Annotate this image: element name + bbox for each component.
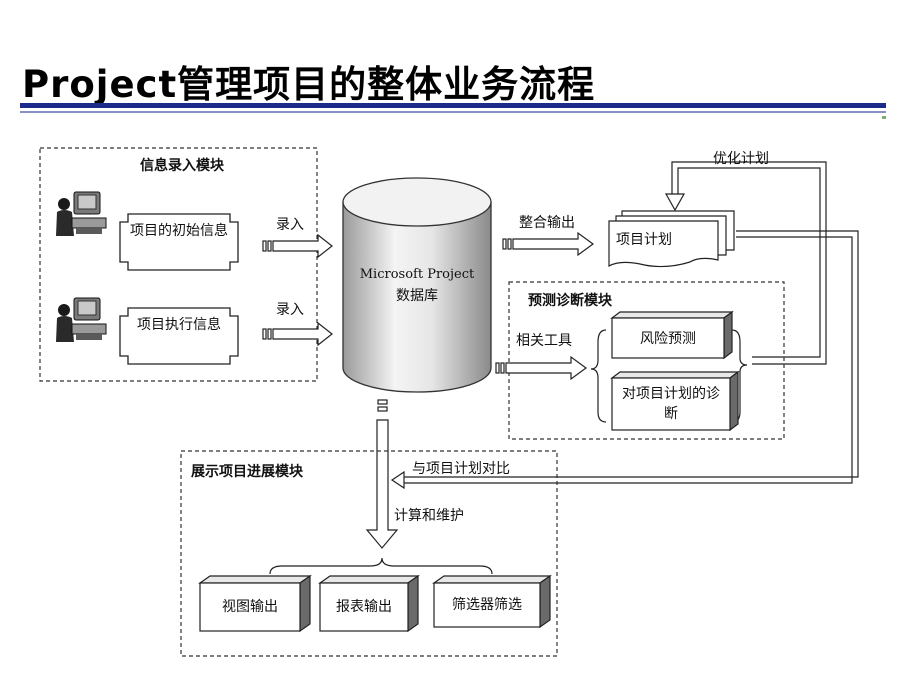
diagnosis-module-frame bbox=[508, 281, 785, 440]
report-output-box-3d bbox=[318, 574, 420, 633]
view-output-box-3d bbox=[198, 574, 312, 633]
risk-box-3d bbox=[610, 310, 734, 360]
progress-module-title: 展示项目进展模块 bbox=[191, 464, 303, 480]
view-output-label: 视图输出 bbox=[222, 599, 278, 615]
filter-output-box-3d bbox=[432, 574, 552, 629]
diagnosis-left-brace bbox=[590, 329, 607, 423]
input-arrow-label: 录入 bbox=[276, 217, 304, 233]
filter-output-label: 筛选器筛选 bbox=[452, 597, 522, 613]
computer-user-icon bbox=[56, 297, 107, 342]
plan-document-label: 项目计划 bbox=[616, 232, 672, 248]
db-down-arrow bbox=[365, 399, 399, 549]
input-box-initial bbox=[119, 213, 239, 271]
input-module-title: 信息录入模块 bbox=[140, 158, 224, 174]
calc-label: 计算和维护 bbox=[394, 508, 464, 524]
database-name: Microsoft Project bbox=[359, 267, 475, 282]
input-arrow-label: 录入 bbox=[276, 302, 304, 318]
title-rule-accent bbox=[882, 116, 886, 119]
database-cylinder bbox=[342, 177, 492, 393]
plan-diagnosis-box-label: 对项目计划的诊断 bbox=[622, 386, 720, 422]
input-arrow-2 bbox=[262, 321, 333, 347]
tools-arrow bbox=[495, 355, 588, 381]
compare-return-loop bbox=[390, 230, 859, 490]
computer-user-icon bbox=[56, 191, 107, 236]
diagnosis-right-brace bbox=[731, 329, 748, 423]
title-underline-thin bbox=[20, 111, 886, 113]
tools-label: 相关工具 bbox=[516, 333, 572, 349]
output-arrow bbox=[502, 231, 595, 257]
plan-diagnosis-box-3d bbox=[610, 370, 740, 432]
input-module-frame bbox=[39, 147, 318, 382]
optimize-loop bbox=[664, 161, 827, 365]
progress-module-frame bbox=[180, 450, 558, 657]
database-label: 数据库 bbox=[396, 288, 438, 304]
output-arrow-label: 整合输出 bbox=[519, 215, 575, 231]
input-arrow-1 bbox=[262, 233, 333, 259]
input-box-execution-label: 项目执行信息 bbox=[137, 317, 221, 333]
optimize-label: 优化计划 bbox=[713, 151, 769, 167]
risk-box-label: 风险预测 bbox=[640, 331, 696, 347]
title-underline bbox=[20, 103, 886, 108]
plan-document-stack bbox=[608, 210, 735, 268]
report-output-label: 报表输出 bbox=[336, 599, 392, 615]
page-title: Project管理项目的整体业务流程 bbox=[22, 63, 596, 106]
input-box-execution bbox=[119, 307, 239, 365]
input-box-initial-label: 项目的初始信息 bbox=[130, 223, 228, 239]
diagnosis-module-title: 预测诊断模块 bbox=[528, 293, 612, 309]
progress-brace bbox=[269, 557, 493, 575]
compare-label: 与项目计划对比 bbox=[412, 461, 510, 477]
